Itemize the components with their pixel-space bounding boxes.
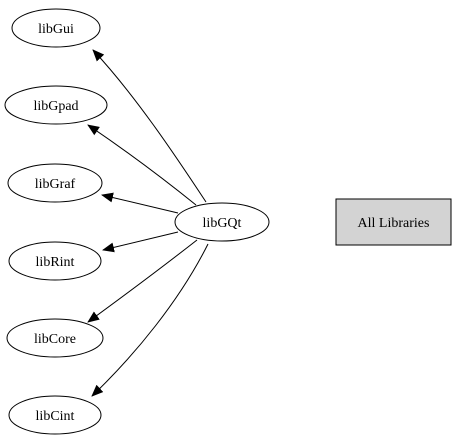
node-label-libgqt: libGQt bbox=[203, 216, 242, 231]
edges bbox=[87, 49, 209, 397]
edge-libgqt-libgui bbox=[92, 49, 207, 203]
node-label-libgraf: libGraf bbox=[35, 177, 76, 192]
node-libcint[interactable]: libCint bbox=[8, 395, 102, 435]
node-libgraf[interactable]: libGraf bbox=[7, 163, 103, 203]
edge-libgqt-libcint bbox=[91, 243, 209, 397]
node-label-librint: libRint bbox=[36, 255, 75, 270]
node-librint[interactable]: libRint bbox=[8, 241, 102, 281]
node-libgpad[interactable]: libGpad bbox=[4, 85, 108, 125]
node-label-libcore: libCore bbox=[34, 332, 76, 347]
edge-libgqt-libgraf bbox=[101, 192, 179, 214]
all-libraries-label: All Libraries bbox=[358, 216, 430, 231]
node-libgqt[interactable]: libGQt bbox=[174, 202, 270, 242]
node-label-libgpad: libGpad bbox=[33, 99, 78, 114]
node-label-libcint: libCint bbox=[36, 409, 75, 424]
node-label-libgui: libGui bbox=[38, 22, 74, 37]
node-libcore[interactable]: libCore bbox=[6, 318, 104, 358]
node-libgui[interactable]: libGui bbox=[11, 8, 101, 48]
edge-libgqt-librint bbox=[102, 231, 179, 253]
edge-libgqt-libcore bbox=[87, 239, 198, 323]
edge-libgqt-libgpad bbox=[87, 124, 197, 206]
all-libraries-button[interactable]: All Libraries bbox=[335, 198, 452, 246]
